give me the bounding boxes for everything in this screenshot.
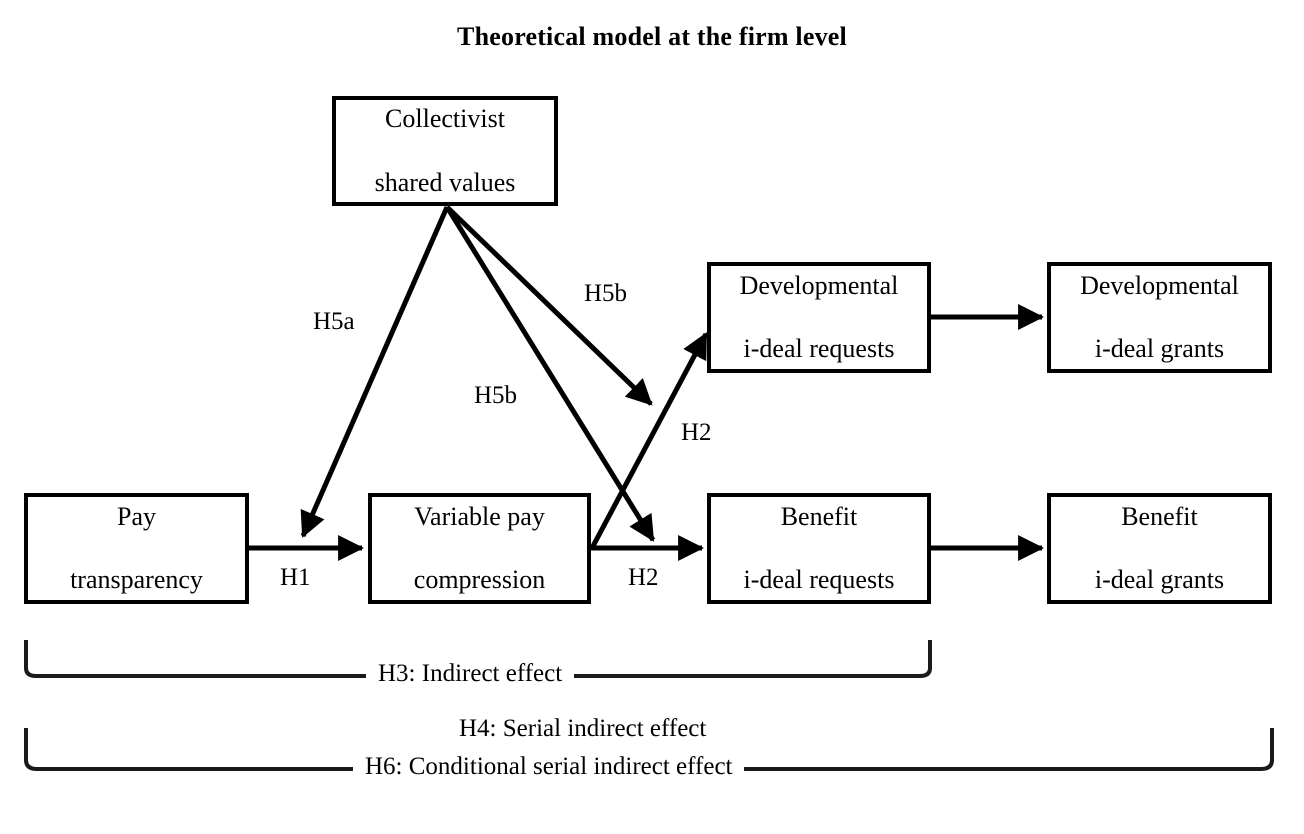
node-line-1: Benefit: [1121, 501, 1198, 531]
node-pay-transparency[interactable]: Pay transparency: [24, 493, 249, 604]
node-line-2: i-deal grants: [1094, 565, 1225, 595]
node-line-2: i-deal grants: [1094, 334, 1225, 364]
node-line-1: Benefit: [780, 501, 858, 531]
edge-h5b-upper: [445, 205, 653, 406]
node-line-2: transparency: [70, 565, 203, 595]
edge-label-h5b-lower: H5b: [474, 382, 518, 409]
edge-label-h1: H1: [280, 564, 311, 591]
node-line-1: Developmental: [739, 270, 899, 300]
node-line-2: i-deal requests: [743, 334, 895, 364]
node-label-benefit-i-deal-requests: Benefit i-deal requests: [732, 501, 907, 596]
node-line-1: Pay: [116, 501, 156, 531]
node-label-developmental-i-deal-grants: Developmental i-deal grants: [1068, 270, 1251, 365]
edge-label-h2-lower: H2: [628, 564, 659, 591]
bracket-label-h6: H6: Conditional serial indirect effect: [353, 754, 745, 779]
edge-h5b-lower: [444, 205, 656, 542]
bracket-label-h4: H4: Serial indirect effect: [447, 716, 719, 741]
node-line-2: compression: [413, 565, 546, 595]
node-label-collectivist-shared-values: Collectivist shared values: [363, 103, 528, 198]
node-variable-pay-compression[interactable]: Variable pay compression: [368, 493, 591, 604]
edge-h2-upper: [589, 332, 709, 550]
node-benefit-i-deal-requests[interactable]: Benefit i-deal requests: [707, 493, 931, 604]
node-label-developmental-i-deal-requests: Developmental i-deal requests: [728, 270, 911, 365]
node-line-1: Developmental: [1080, 270, 1239, 300]
edge-label-h5b-upper: H5b: [584, 280, 628, 307]
node-label-benefit-i-deal-grants: Benefit i-deal grants: [1083, 501, 1236, 596]
bracket-label-h3: H3: Indirect effect: [366, 661, 575, 686]
node-line-1: Variable pay: [414, 501, 545, 531]
node-line-2: shared values: [374, 167, 516, 197]
node-developmental-i-deal-requests[interactable]: Developmental i-deal requests: [707, 262, 931, 373]
edge-h5a: [300, 205, 450, 538]
node-label-variable-pay-compression: Variable pay compression: [402, 501, 557, 596]
node-line-2: i-deal requests: [743, 565, 895, 595]
node-line-1: Collectivist: [385, 104, 505, 134]
node-developmental-i-deal-grants[interactable]: Developmental i-deal grants: [1047, 262, 1272, 373]
edge-label-h2-upper: H2: [681, 419, 712, 446]
node-collectivist-shared-values[interactable]: Collectivist shared values: [332, 96, 558, 206]
node-benefit-i-deal-grants[interactable]: Benefit i-deal grants: [1047, 493, 1272, 604]
page-title: Theoretical model at the firm level: [457, 22, 847, 51]
edge-label-h5a: H5a: [313, 308, 355, 335]
node-label-pay-transparency: Pay transparency: [58, 501, 215, 596]
